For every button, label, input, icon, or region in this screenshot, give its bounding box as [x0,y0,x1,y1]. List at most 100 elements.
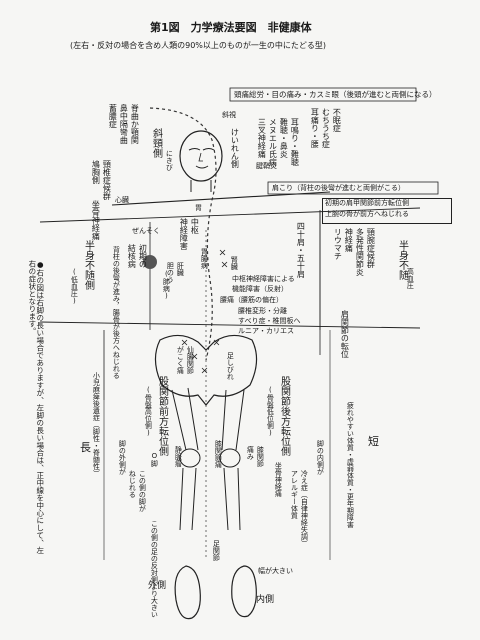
leg-short-label: 短 [368,435,379,448]
left-foot-label: 外側 [148,581,167,591]
low-pressure-label: (低血圧) [70,268,79,305]
shinkei-label: けいれん側 [230,128,240,168]
spine-curve [149,107,217,361]
right-lower-1: アレルギー体質 [290,470,299,519]
right-shoulder-line1: 初期の肩甲関節前方転位側 [325,199,409,207]
xo-leg-label: O脚 [150,452,159,467]
mid-col-2: 神経障害 [179,218,189,250]
eyes-icon [188,148,215,151]
notes-2: ねじれる [128,470,137,498]
heartbeat-1: 初期の [138,244,148,268]
right-knee-1: 膝関節 [256,446,265,467]
foot-note-right: 幅が大きい [258,567,293,575]
hernia-line3: ルニア・カリエス [238,327,294,335]
small-right-label: 脚の内側が [316,440,325,475]
x-marks [181,249,228,374]
liver-2: 胆のう [166,262,175,283]
leg-brackets [103,330,331,560]
paraly-right-label: 半身不随 [396,240,408,280]
side-brackets [103,210,321,400]
hernia-line1: 腰椎変形・分離 [238,307,287,315]
neck-left-3: 坐骨神経痛 [91,200,101,240]
trouble-label: 足しびれ [226,352,235,380]
shoulder-box-frame [267,181,439,195]
heart-label: 心臓 [115,196,129,204]
hip-back-label: (骨盤低位側) [266,386,275,437]
left-vertical-note: 小児麻痺後遺症（脚性・脊髄性） [92,372,101,477]
high-pressure-label: 高血圧 [406,268,415,289]
right-femur [221,389,245,451]
foot-note-left: この側の足の反対側より大きい [150,520,159,618]
neck-left-2: 鳩胸側 [91,160,101,184]
right-shoulder-line2: 上腕の骨が前方へねじれる [325,210,409,218]
shaken-left-label: 斜頸側 [150,128,162,158]
spine-box-line1: 中枢神経障害による [232,275,295,283]
tendon-label: 腱鞘炎 [256,162,277,170]
left-col-2: 鼻中隔彎曲 [119,104,129,144]
right-top-1: 不眠症 [332,108,342,132]
fifty-shoulder-label: 四十肩・五十肩 [296,222,306,278]
right-tibia [223,467,241,531]
right-knee-2: 痛み [246,446,255,460]
upper-arm-line [39,207,421,223]
varicose-label: 静脈瘤 [174,446,183,467]
pelvis-label2: がこく痛 [176,346,185,374]
right-disease-4: リウマチ [333,228,343,260]
ear-list-1: 耳鳴り・難聴 [290,118,300,166]
ear-list-2: 難聴・鼻炎 [279,118,289,158]
head-outline [179,130,223,182]
right-disease-1: 頸腕症候群 [366,228,376,268]
pelvis-outline [154,334,258,406]
right-top-2: むちうち症 [321,108,331,148]
page-subtitle: (左右・反対の場合を含め人類の90%以上のものが一生の中にたどる型) [70,41,327,50]
left-foot [174,565,201,620]
hip-shift-label: 肩関節の転位 [340,310,350,358]
lung-mark [143,255,157,269]
side-note: ●右の図は右脚の長い場合でありますが、左脚の長い場合は、正中線を中心にして、左右… [27,260,45,554]
liver-1: 肝臓 [176,262,185,276]
top-box-frame [229,87,417,102]
pelvis-label: 仙腸関節 [186,346,195,374]
nose-icon [198,152,203,162]
top-box-label: 頭痛総労・目の痛み・カスミ眼（後頭が進むと両側になる） [234,90,437,99]
sleep-left-label: にきび [165,150,174,171]
gastro-label: 胃腸病 [200,248,209,269]
ear-list-3: メヌエル氏病 [268,118,278,166]
knee-pain-label: 膝関節痛 [214,440,223,468]
right-disease-2: 多発性関節炎 [355,228,365,276]
sciatic-label: 坐骨神経痛 [274,462,283,497]
notes-1: この側の脚が [138,470,147,512]
leg-long-label: 長 [80,441,91,454]
mouth-icon [195,165,209,169]
ear-list-4: 三叉神経痛 [257,118,267,158]
neck-outline [190,180,212,192]
right-disease-3: 神経痛 [344,228,354,252]
left-col-3: 蓄膿症 [108,104,118,128]
right-shoulder-box [322,198,452,224]
neck-left-1: 頸椎症候群 [102,160,112,200]
left-col-1: 脊曲か顎関 [130,104,140,144]
left-back-label: 背柱の後彎が進み，腸骨が後方へねじれる [112,246,121,379]
right-foot-label: 内側 [256,595,275,605]
left-hip-label: 股関節前方転位側 [156,376,168,456]
right-top-3: 耳痛り・腰 [310,108,320,148]
ankle-label: 足関節 [212,540,221,561]
stomach-label: 胃 [195,204,202,212]
heartbeat-2: 結核病 [127,244,137,268]
left-femur [171,387,199,451]
kidney-label: 腎臓 [230,256,239,270]
paraly-left-label: 半身不随側 [82,240,94,290]
shoulder-box-label: 肩こり（背柱の後彎が進むと両側がこる） [272,184,405,192]
hip-front-label: (骨盤高位側) [144,386,153,437]
page-title: 第1図 力学療法要図 非健康体 [150,21,312,34]
right-knee [219,448,241,468]
spine-box-line2: 機能障害（反射） [232,285,288,293]
right-lower-2: 冷え症（自律神経失調） [300,470,309,547]
shaken-label: 斜視 [222,111,236,119]
mid-col-1: 中枢 [190,218,200,234]
lung-label: (肺病) [162,270,171,300]
zensoku-label: ぜんそく [132,227,160,235]
left-knee [179,448,201,468]
small-left-label: 脚の外側が [118,440,127,475]
